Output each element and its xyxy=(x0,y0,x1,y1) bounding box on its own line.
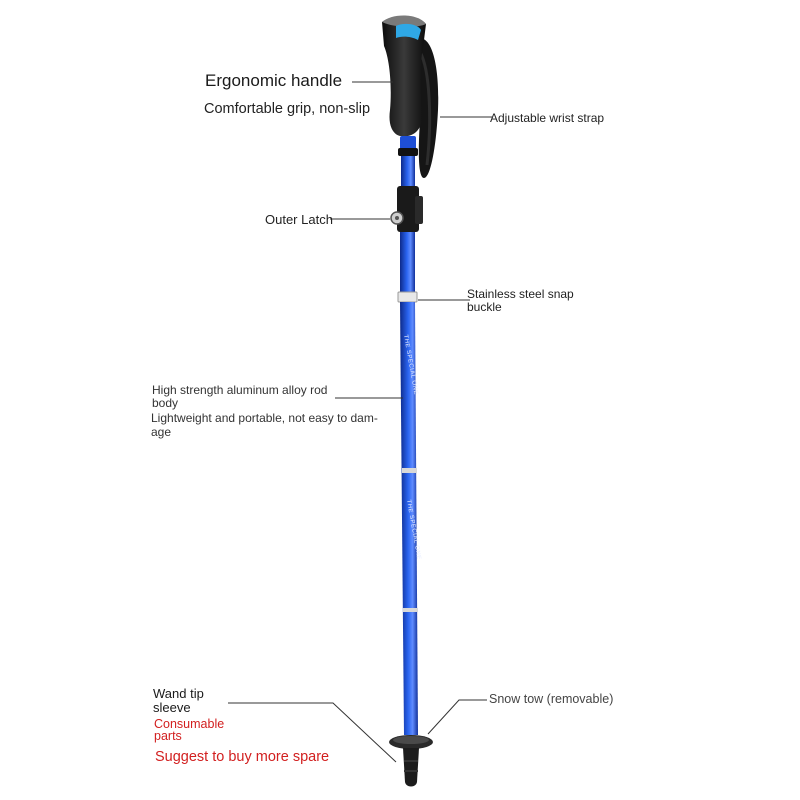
label-lightweight: Lightweight and portable, not easy to da… xyxy=(151,411,378,439)
grip-accent xyxy=(396,23,421,40)
label-wrist-strap: Adjustable wrist strap xyxy=(490,111,605,125)
tip-sleeve xyxy=(403,748,419,787)
label-consumable: Consumable parts xyxy=(154,717,225,743)
grip-cap xyxy=(382,15,426,27)
label-spare: Suggest to buy more spare xyxy=(155,749,330,765)
label-grip: Comfortable grip, non-slip xyxy=(204,101,371,117)
label-snow-tow: Snow tow (removable) xyxy=(489,692,614,706)
label-outer-latch: Outer Latch xyxy=(265,212,333,227)
snap-buckle xyxy=(397,291,418,303)
lower-shaft xyxy=(400,302,418,735)
label-ergonomic-handle: Ergonomic handle xyxy=(205,71,343,90)
grip-handle xyxy=(382,16,426,136)
label-tip-sleeve: Wand tip sleeve xyxy=(153,686,204,715)
middle-shaft xyxy=(400,232,415,294)
label-snap-buckle: Stainless steel snap buckle xyxy=(467,287,574,314)
upper-shaft xyxy=(401,156,415,186)
leader-tip xyxy=(228,702,397,763)
leader-snow xyxy=(427,699,487,735)
label-rod-body: High strength aluminum alloy rod body xyxy=(152,383,328,410)
